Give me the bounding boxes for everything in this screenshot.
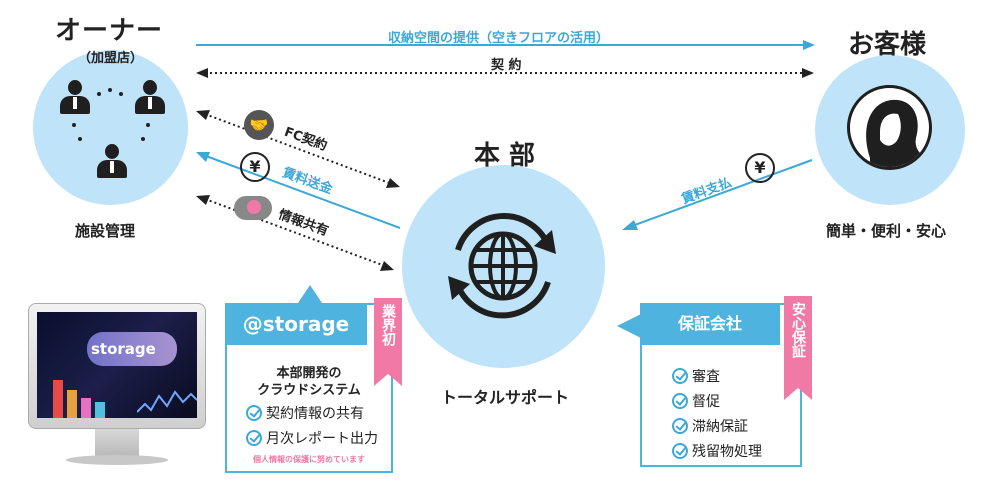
owner-caption: 施設管理 [75, 222, 136, 240]
storage-desc-line1: 本部開発の [276, 366, 342, 381]
contract-label: 契 約 [491, 58, 522, 73]
storage-note: 個人情報の保護に努めています [253, 455, 365, 464]
owner-circle [33, 50, 188, 205]
check-icon [672, 443, 688, 459]
yen-icon-payment: ¥ [745, 153, 775, 183]
hq-caption: トータルサポート [441, 388, 570, 407]
globe-icon [448, 212, 556, 319]
check-icon [672, 418, 688, 434]
check-icon [246, 430, 262, 446]
guarantee-feature-2: 滞納保証 [672, 416, 748, 436]
yen-icon-remittance: ¥ [240, 152, 270, 182]
customer-caption: 簡単・便利・安心 [826, 222, 947, 240]
check-icon [672, 393, 688, 409]
guarantee-box-header: 保証会社 [640, 303, 780, 345]
owner-subtitle: （加盟店） [78, 51, 144, 66]
storage-box-header: @storage [225, 303, 367, 345]
storage-provision-label: 収納空間の提供（空きフロアの活用） [388, 31, 610, 46]
monitor-screen: storage [37, 312, 197, 418]
owner-person-icon-left [60, 80, 90, 114]
owner-person-icon-right [135, 80, 165, 114]
cloud-check-icon [234, 196, 272, 220]
monitor-stand [95, 429, 139, 457]
guarantee-feature-1: 督促 [672, 391, 720, 411]
storage-desc-line2: クラウドシステム [257, 383, 361, 398]
guarantee-feature-3: 残留物処理 [672, 441, 762, 461]
hq-title: 本 部 [474, 141, 536, 171]
monitor-logo: storage [91, 340, 156, 358]
check-icon [246, 405, 262, 421]
customer-woman-icon [847, 85, 932, 170]
storage-feature-1: 月次レポート出力 [246, 428, 378, 448]
guarantee-box-tab: 安心保証 [784, 296, 812, 400]
owner-title: オーナー [55, 16, 164, 46]
guarantee-box-pointer [617, 314, 641, 338]
check-icon [672, 368, 688, 384]
owner-person-icon-bottom [97, 144, 127, 178]
storage-box-pointer [298, 285, 322, 303]
storage-feature-0: 契約情報の共有 [246, 403, 364, 423]
customer-title: お客様 [848, 30, 927, 60]
handshake-icon: 🤝 [244, 110, 274, 140]
monitor-base [66, 455, 168, 465]
guarantee-feature-0: 審査 [672, 366, 720, 386]
storage-box-tab: 業界初 [374, 298, 402, 386]
